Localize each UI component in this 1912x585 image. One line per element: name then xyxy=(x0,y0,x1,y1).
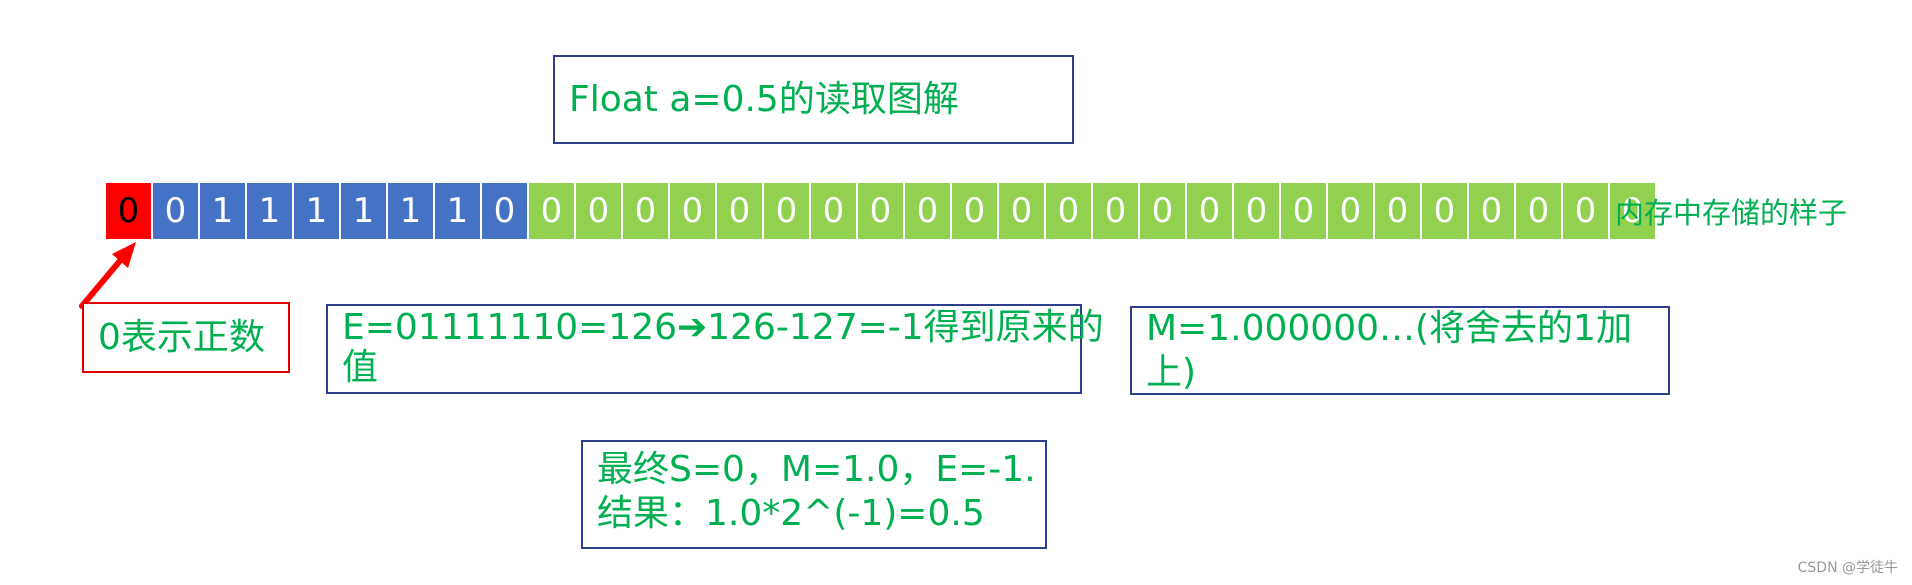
exponent-note-line-1: E=01111110=126➔126-127=-1得到原来的 xyxy=(342,307,1104,348)
diagram-title: Float a=0.5的读取图解 xyxy=(569,78,959,120)
exponent-bit: 1 xyxy=(247,183,292,239)
mantissa-bit: 0 xyxy=(952,183,997,239)
sign-pointer-arrow xyxy=(79,242,136,309)
mantissa-bit: 0 xyxy=(670,183,715,239)
mantissa-bit: 0 xyxy=(576,183,621,239)
mantissa-bit: 0 xyxy=(811,183,856,239)
mantissa-bit: 0 xyxy=(1328,183,1373,239)
memory-label: 内存中存储的样子 xyxy=(1615,196,1848,230)
mantissa-bit: 0 xyxy=(1469,183,1514,239)
mantissa-bit: 0 xyxy=(1187,183,1232,239)
mantissa-note: M=1.000000…(将舍去的1加上) xyxy=(1146,307,1632,393)
exponent-bit: 0 xyxy=(153,183,198,239)
mantissa-bit: 0 xyxy=(717,183,762,239)
mantissa-bit: 0 xyxy=(1375,183,1420,239)
result-box: 最终S=0，M=1.0，E=-1. 结果：1.0*2^(-1)=0.5 xyxy=(581,440,1047,549)
mantissa-bit: 0 xyxy=(1093,183,1138,239)
mantissa-note-box: M=1.000000…(将舍去的1加上) xyxy=(1130,306,1670,395)
exponent-bit: 1 xyxy=(294,183,339,239)
exponent-note-box: E=01111110=126➔126-127=-1得到原来的 值 xyxy=(326,304,1104,394)
result-line-1: 最终S=0，M=1.0，E=-1. xyxy=(597,449,1036,490)
mantissa-bit: 0 xyxy=(1234,183,1279,239)
mantissa-bit: 0 xyxy=(858,183,903,239)
mantissa-bit: 0 xyxy=(1422,183,1467,239)
mantissa-bit: 0 xyxy=(905,183,950,239)
mantissa-bit: 0 xyxy=(764,183,809,239)
mantissa-bit: 0 xyxy=(1046,183,1091,239)
exponent-bit: 1 xyxy=(435,183,480,239)
watermark: CSDN @学徒牛 xyxy=(1797,560,1898,576)
mantissa-bit: 0 xyxy=(529,183,574,239)
mantissa-bit: 0 xyxy=(1140,183,1185,239)
sign-bit: 0 xyxy=(106,183,151,239)
mantissa-bit: 0 xyxy=(1281,183,1326,239)
exponent-bit: 0 xyxy=(482,183,527,239)
mantissa-bit: 0 xyxy=(623,183,668,239)
sign-note-box: 0表示正数 xyxy=(82,302,290,373)
exponent-bit: 1 xyxy=(341,183,386,239)
mantissa-bit: 0 xyxy=(1516,183,1561,239)
exponent-note-line-2: 值 xyxy=(342,347,379,388)
exponent-bit: 1 xyxy=(200,183,245,239)
mantissa-bit: 0 xyxy=(1610,183,1655,239)
sign-note: 0表示正数 xyxy=(98,316,265,358)
mantissa-bit: 0 xyxy=(999,183,1044,239)
exponent-bit: 1 xyxy=(388,183,433,239)
mantissa-bit: 0 xyxy=(1563,183,1608,239)
title-box: Float a=0.5的读取图解 xyxy=(553,55,1074,144)
result-line-2: 结果：1.0*2^(-1)=0.5 xyxy=(597,493,985,534)
